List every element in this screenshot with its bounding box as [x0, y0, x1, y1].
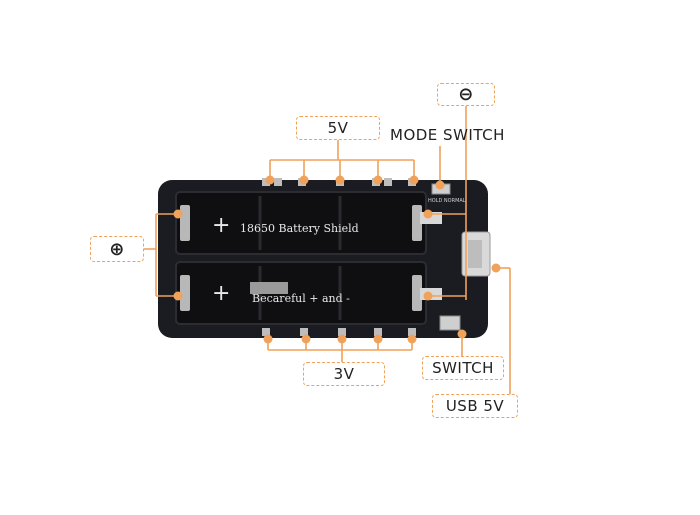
usb-connector-inner — [468, 240, 482, 268]
usb-5v-label: USB 5V — [432, 394, 518, 418]
silkscreen-top-text: 18650 Battery Shield — [240, 222, 359, 235]
five-volt-label: 5V — [296, 116, 380, 140]
connection-dots — [173, 175, 501, 344]
bottom-header-pads — [262, 328, 416, 336]
plus-terminal-label: ⊕ — [90, 236, 144, 262]
minus-terminal-label: ⊖ — [437, 83, 495, 106]
cell-plus-bottom: + — [212, 281, 230, 306]
label-sticker — [250, 282, 288, 294]
mode-silkscreen: HOLD NORMAL — [428, 198, 466, 204]
silkscreen-bottom-text: Becareful + and - — [252, 292, 350, 305]
cell-plus-top: + — [212, 213, 230, 238]
holder-ribs — [258, 196, 342, 320]
mode-switch-label: MODE SWITCH — [390, 126, 505, 144]
three-volt-label: 3V — [303, 362, 385, 386]
push-switch-body[interactable] — [439, 315, 461, 331]
switch-label: SWITCH — [422, 356, 504, 380]
